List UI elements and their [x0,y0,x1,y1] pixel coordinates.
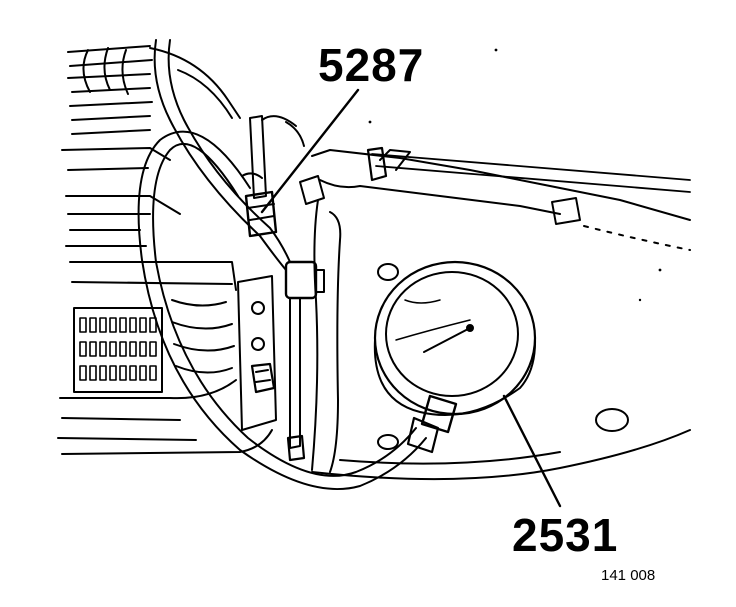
leader-5287 [260,88,360,214]
print-specks [368,48,662,302]
oil-sump [299,146,691,481]
t-fitting [284,260,325,462]
engine-block [57,45,273,455]
figure-number: 141 008 [601,567,656,584]
callout-leaders [260,88,562,508]
adapter-5287 [241,115,305,238]
leader-2531 [502,394,562,508]
callout-label-5287: 5287 [318,39,425,91]
mounting-bracket [237,275,277,431]
test-hose [137,39,427,490]
callout-label-2531: 2531 [512,509,619,561]
pressure-gauge-2531 [373,260,537,454]
